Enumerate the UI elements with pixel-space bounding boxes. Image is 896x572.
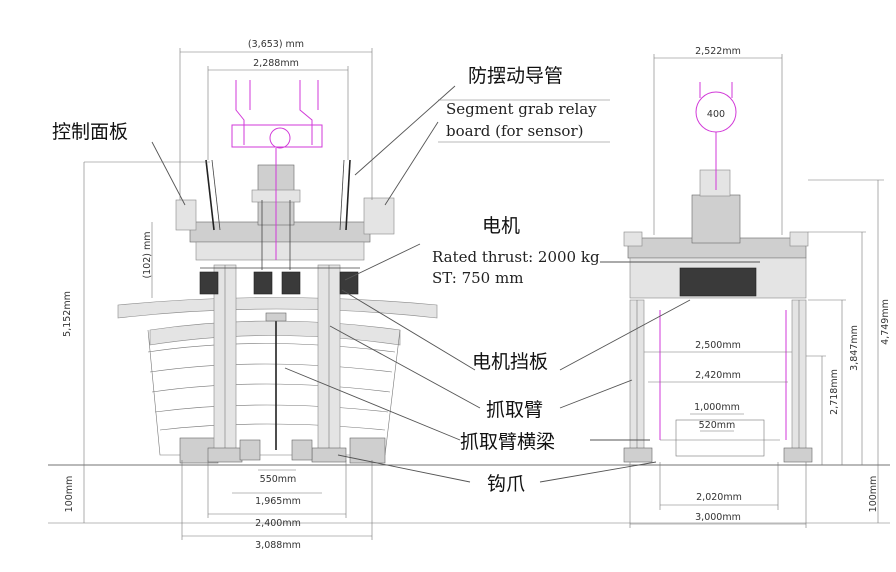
callout-thrust-line2: ST: 750 mm bbox=[432, 269, 523, 287]
callout-motor: 电机 bbox=[482, 215, 520, 237]
front-dim-claw-gap: 550mm bbox=[260, 474, 297, 485]
side-dim-w2020: 2,020mm bbox=[696, 492, 742, 503]
side-hook-label: 400 bbox=[707, 109, 725, 120]
side-dim-w2500: 2,500mm bbox=[695, 340, 741, 351]
side-dimensions bbox=[629, 54, 884, 528]
front-view: (3,653) mm 2,288mm 5,152mm (102) mm 550m… bbox=[62, 39, 438, 551]
front-dim-w3: 3,088mm bbox=[255, 540, 301, 551]
ground-line bbox=[48, 464, 890, 524]
front-dim-w1: 1,965mm bbox=[255, 496, 301, 507]
side-dim-w1000: 1,000mm bbox=[694, 402, 740, 413]
callout-motor-baffle: 电机挡板 bbox=[472, 351, 548, 373]
callout-grab-arm: 抓取臂 bbox=[486, 399, 543, 421]
front-dim-offset: (102) mm bbox=[142, 231, 153, 278]
side-dim-h1: 3,847mm bbox=[849, 325, 860, 371]
front-dim-height: 5,152mm bbox=[62, 291, 73, 337]
callout-grab-arm-beam: 抓取臂横梁 bbox=[460, 431, 555, 453]
side-dim-h2: 2,718mm bbox=[829, 369, 840, 415]
callout-relay-board-line1: Segment grab relay bbox=[446, 100, 597, 118]
callout-thrust-line1: Rated thrust: 2000 kg bbox=[432, 248, 600, 266]
side-dim-ground: 100mm bbox=[868, 476, 879, 513]
front-legs bbox=[207, 264, 347, 463]
front-hook-overlay bbox=[231, 80, 323, 260]
side-hook-overlay bbox=[659, 82, 787, 440]
callout-hook-claw: 钩爪 bbox=[487, 473, 525, 495]
front-dim-w2: 2,400mm bbox=[255, 518, 301, 529]
side-dim-w520: 520mm bbox=[699, 420, 736, 431]
side-frame bbox=[623, 169, 813, 463]
leader-lines bbox=[151, 85, 760, 483]
front-dim-ground: 100mm bbox=[64, 476, 75, 513]
front-dim-top-width: 2,288mm bbox=[253, 58, 299, 69]
segment-ring bbox=[117, 297, 438, 464]
side-dim-w3000: 3,000mm bbox=[695, 512, 741, 523]
side-dim-top-width: 2,522mm bbox=[695, 46, 741, 57]
front-dimensions bbox=[83, 48, 373, 540]
front-motors bbox=[199, 267, 360, 295]
front-dim-overall-top: (3,653) mm bbox=[248, 39, 304, 50]
callout-anti-sway-guide: 防摆动导管 bbox=[468, 65, 563, 87]
callout-relay-board-line2: board (for sensor) bbox=[446, 122, 583, 140]
front-frame bbox=[175, 159, 395, 270]
side-view: 400 2,522mm 4,74 bbox=[623, 46, 891, 528]
side-dim-total-height: 4,749mm bbox=[880, 299, 891, 345]
side-dim-w2420: 2,420mm bbox=[695, 370, 741, 381]
callout-control-panel: 控制面板 bbox=[52, 121, 128, 143]
